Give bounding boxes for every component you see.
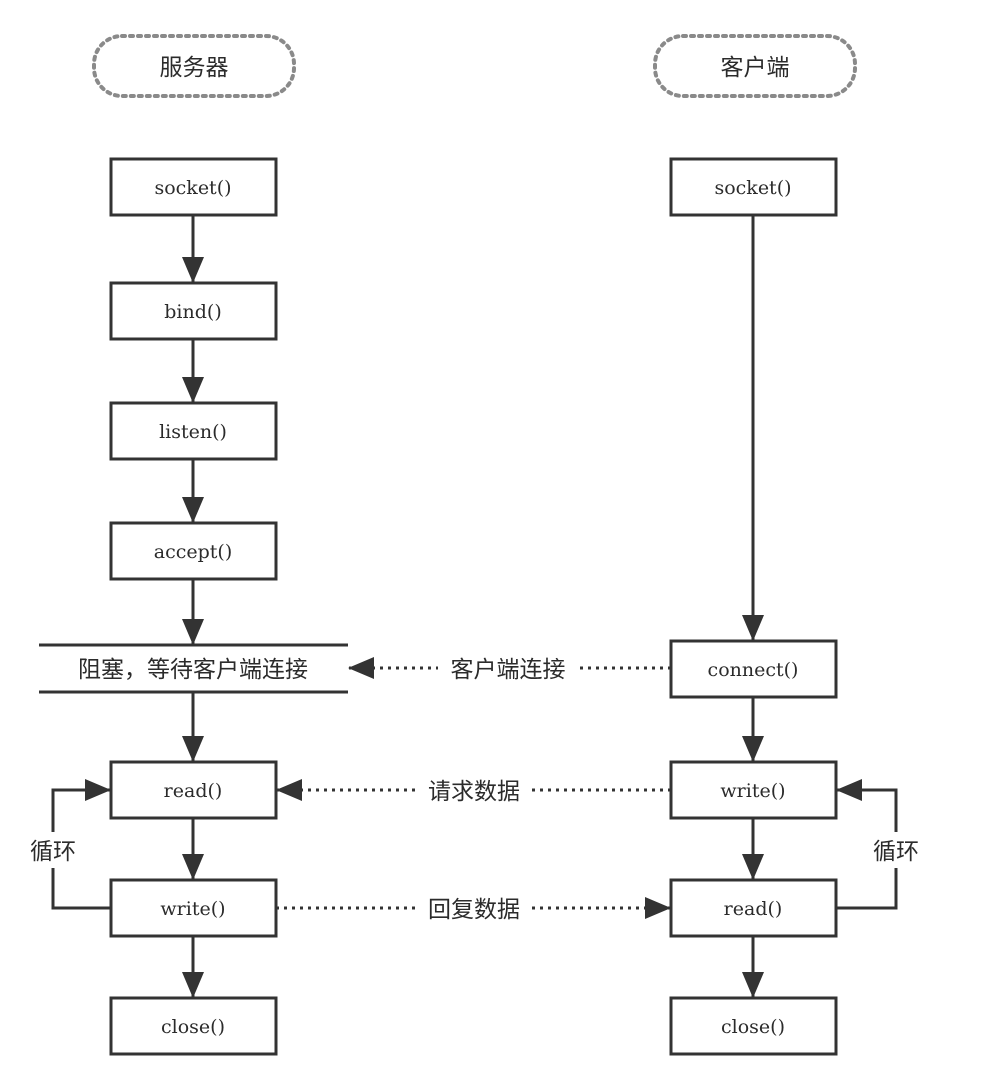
- server-header: 服务器: [92, 34, 296, 98]
- server-bind-box: bind(): [109, 281, 278, 341]
- client-write-label: write(): [720, 780, 785, 802]
- server-loop: 循环: [20, 779, 111, 910]
- server-write-box: write(): [109, 878, 278, 938]
- client-header: 客户端: [653, 34, 857, 98]
- server-bind-label: bind(): [164, 301, 221, 323]
- message-connect-label: 客户端连接: [451, 657, 566, 683]
- server-blocking-step: 阻塞，等待客户端连接: [39, 643, 348, 694]
- client-socket-label: socket(): [714, 177, 791, 199]
- client-socket-box: socket(): [669, 157, 838, 217]
- message-connect: 客户端连接: [348, 650, 671, 686]
- server-socket-label: socket(): [154, 177, 231, 199]
- server-accept-box: accept(): [109, 521, 278, 581]
- client-connect-label: connect(): [708, 659, 799, 681]
- server-close-box: close(): [109, 996, 278, 1056]
- message-reply-label: 回复数据: [428, 897, 520, 923]
- server-listen-box: listen(): [109, 401, 278, 461]
- client-loop-label: 循环: [873, 839, 919, 865]
- client-header-label: 客户端: [721, 55, 790, 81]
- server-read-box: read(): [109, 760, 278, 820]
- server-header-label: 服务器: [160, 55, 229, 81]
- server-listen-label: listen(): [159, 421, 227, 443]
- client-write-box: write(): [669, 760, 838, 820]
- client-read-box: read(): [669, 878, 838, 938]
- server-close-label: close(): [161, 1016, 225, 1038]
- client-close-label: close(): [721, 1016, 785, 1038]
- message-reply: 回复数据: [276, 890, 671, 926]
- server-loop-label: 循环: [30, 839, 76, 865]
- server-write-label: write(): [160, 898, 225, 920]
- server-accept-label: accept(): [154, 541, 232, 563]
- server-socket-box: socket(): [109, 157, 278, 217]
- message-request: 请求数据: [276, 772, 671, 808]
- server-blocking-label: 阻塞，等待客户端连接: [78, 657, 308, 683]
- client-connect-box: connect(): [669, 639, 838, 699]
- message-request-label: 请求数据: [428, 779, 520, 805]
- server-read-label: read(): [164, 780, 223, 802]
- client-loop: 循环: [836, 779, 929, 910]
- client-read-label: read(): [724, 898, 783, 920]
- client-close-box: close(): [669, 996, 838, 1056]
